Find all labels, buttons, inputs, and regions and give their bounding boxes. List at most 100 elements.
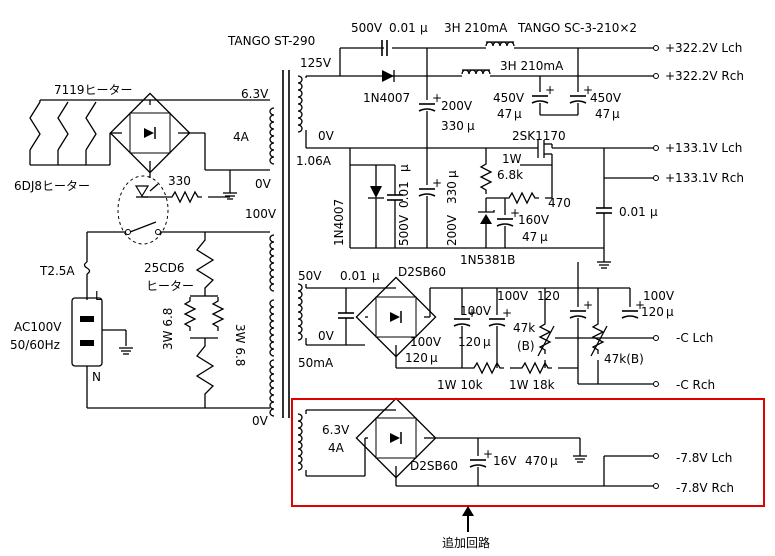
label-r1w: 1W — [502, 152, 522, 166]
added-transformer-coil — [297, 413, 303, 471]
heater-section — [29, 92, 270, 409]
out-c-lch: -C Lch — [676, 331, 713, 345]
label-tap-0v-heater: 0V — [255, 177, 272, 191]
output-terminals — [653, 45, 659, 489]
label-c001-top: 0.01 — [389, 21, 416, 35]
tr2-name: TANGO SC-3-210×2 — [517, 21, 637, 35]
st290-secondary-coils — [297, 75, 303, 341]
label-plug-l: L — [95, 289, 102, 303]
label-heater-7119: 7119ヒーター — [54, 83, 133, 97]
label-unit-top: μ — [420, 21, 428, 35]
label-c100v-c: 100V — [497, 289, 529, 303]
label-c120-b: 120 — [458, 335, 481, 349]
tr1-name: TANGO ST-290 — [227, 34, 315, 48]
label-unit-001c: μ — [650, 205, 658, 219]
label-sec-125v: 125V — [300, 56, 332, 70]
label-c120-d: 120 — [641, 305, 664, 319]
label-sec-0v-b: 0V — [318, 329, 335, 343]
label-ac-in: AC100V — [14, 320, 62, 334]
label-c100v-d: 100V — [643, 289, 675, 303]
label-fuse: T2.5A — [39, 264, 75, 278]
label-vr47k-b: 47k(B) — [604, 352, 644, 366]
label-sec-6v3: 6.3V — [322, 423, 350, 437]
label-c450-b: 450V — [590, 91, 622, 105]
out-322-lch: +322.2V Lch — [665, 41, 742, 55]
out-78-lch: -7.8V Lch — [676, 451, 732, 465]
label-c160v: 160V — [518, 213, 550, 227]
label-choke-rch: 3H 210mA — [500, 59, 564, 73]
label-r1w-18k: 1W 18k — [509, 378, 555, 392]
transformer-st290 — [269, 70, 290, 418]
label-unit-120d: μ — [666, 305, 674, 319]
negative-bias-supply — [305, 262, 654, 385]
label-unit-120a: μ — [430, 351, 438, 365]
label-unit-47c: μ — [540, 230, 548, 244]
added-circuit-highlight-box — [291, 398, 765, 507]
label-c47-b: 47 — [595, 107, 610, 121]
label-ac-freq: 50/60Hz — [10, 338, 60, 352]
added-circuit-arrow — [462, 506, 474, 532]
label-unit-120b: μ — [483, 335, 491, 349]
label-c200v-a: 200V — [441, 99, 473, 113]
label-r3w-b: 3W 6.8 — [233, 324, 247, 366]
label-c001-c: 0.01 — [619, 205, 646, 219]
label-r470: 470 — [548, 196, 571, 210]
label-tap-100v: 100V — [245, 207, 277, 221]
label-c100v-a: 100V — [410, 335, 442, 349]
label-unit-001d: μ — [372, 269, 380, 283]
label-tap-6v3: 6.3V — [241, 87, 269, 101]
label-c001-b: 0.01 — [397, 181, 411, 208]
label-c100v-b: 100V — [460, 304, 492, 318]
b-plus-supply — [305, 39, 654, 269]
label-sec-0v: 0V — [318, 129, 335, 143]
label-vr-b-a: (B) — [517, 339, 535, 353]
label-c500v-b: 500V — [397, 214, 411, 246]
added-minus-7v8-circuit — [305, 397, 654, 487]
label-c16v: 16V — [493, 454, 517, 468]
label-plug-n: N — [92, 370, 101, 384]
label-choke-lch: 3H 210mA — [444, 21, 508, 35]
label-unit-330b: μ — [445, 170, 459, 178]
label-sec-50ma: 50mA — [298, 356, 334, 370]
label-500v: 500V — [351, 21, 383, 35]
out-322-rch: +322.2V Rch — [665, 69, 744, 83]
label-c450-a: 450V — [493, 91, 525, 105]
label-unit-470: μ — [550, 454, 558, 468]
label-1n4007-top: 1N4007 — [363, 91, 410, 105]
label-heater-25cd6-b: ヒーター — [146, 279, 194, 293]
label-sec-4a: 4A — [328, 441, 345, 455]
out-c-rch: -C Rch — [676, 378, 715, 392]
label-1n4007-lower: 1N4007 — [332, 199, 346, 246]
label-d2sb60-b: D2SB60 — [410, 459, 458, 473]
label-tap-4a: 4A — [233, 130, 250, 144]
label-r330: 330 — [168, 174, 191, 188]
label-c120-a: 120 — [405, 351, 428, 365]
label-heater-6dj8: 6DJ8ヒーター — [14, 179, 90, 193]
label-sec-50v: 50V — [298, 269, 322, 283]
label-unit-47a: μ — [514, 107, 522, 121]
label-c47-c: 47 — [522, 230, 537, 244]
label-r68k: 6.8k — [497, 168, 523, 182]
label-added-circuit: 追加回路 — [442, 535, 490, 550]
label-c120-c: 120 — [537, 289, 560, 303]
label-unit-b: μ — [397, 164, 411, 172]
label-tap-0v-primary: 0V — [252, 414, 269, 428]
out-78-rch: -7.8V Rch — [676, 481, 734, 495]
label-c200v-b: 200V — [445, 214, 459, 246]
label-r3w-a: 3W 6.8 — [161, 308, 175, 350]
label-c001-d: 0.01 — [340, 269, 367, 283]
label-c470: 470 — [525, 454, 548, 468]
label-d2sb60: D2SB60 — [398, 265, 446, 279]
label-unit-a: μ — [467, 119, 475, 133]
label-1n5381b: 1N5381B — [460, 253, 515, 267]
label-heater-25cd6: 25CD6 — [144, 261, 185, 275]
label-2sk1170: 2SK1170 — [512, 129, 566, 143]
out-133-lch: +133.1V Lch — [665, 141, 742, 155]
label-unit-47b: μ — [612, 107, 620, 121]
label-vr47k-a: 47k — [513, 321, 535, 335]
label-sec-106a: 1.06A — [296, 154, 332, 168]
label-c330-a: 330 — [441, 119, 464, 133]
label-c47-a: 47 — [497, 107, 512, 121]
label-r1w-10k: 1W 10k — [437, 378, 483, 392]
